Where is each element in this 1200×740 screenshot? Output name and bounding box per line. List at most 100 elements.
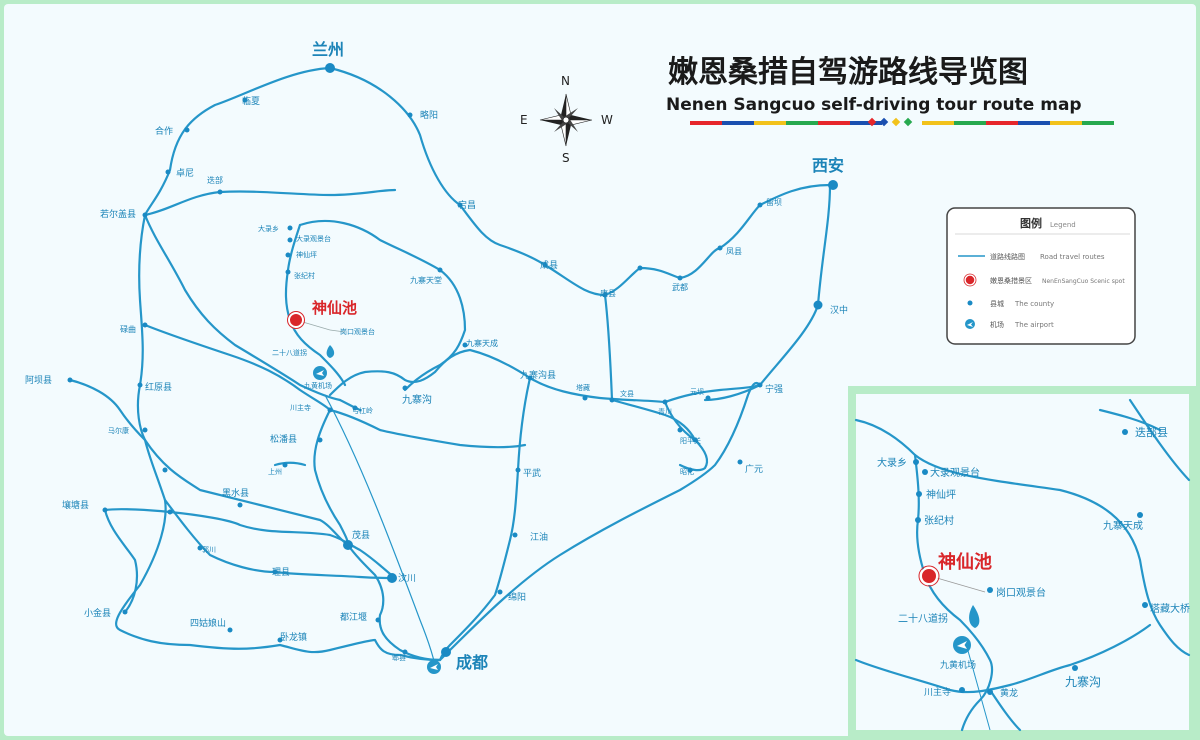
label-pingwu: 平武 bbox=[523, 467, 541, 479]
node bbox=[277, 637, 283, 643]
route-east-3 bbox=[663, 383, 762, 404]
label-dalu-xiang: 大录乡 bbox=[258, 224, 279, 233]
label-songpan-small: 弓杠岭 bbox=[352, 406, 373, 415]
inset-airport[interactable] bbox=[953, 636, 971, 654]
node-hanzhong[interactable] bbox=[813, 300, 823, 310]
inset-route bbox=[988, 688, 1022, 732]
compass-w: W bbox=[601, 113, 613, 127]
label-jiuzhai-guan: 九寨天成 bbox=[466, 338, 498, 348]
node bbox=[162, 467, 168, 473]
inset-node bbox=[959, 687, 965, 693]
inset-route bbox=[854, 623, 1152, 694]
label-lanzhou: 兰州 bbox=[312, 40, 344, 59]
label-dalu-obs: 大录观景台 bbox=[296, 234, 331, 243]
color-bar-segment bbox=[690, 121, 722, 125]
label-jiuzhaigou-county: 九寨沟县 bbox=[520, 369, 556, 381]
node bbox=[757, 382, 763, 388]
node-lanzhou[interactable] bbox=[325, 63, 335, 73]
node bbox=[437, 267, 443, 273]
inset-label-zhangji: 张纪村 bbox=[924, 514, 954, 527]
inset-node bbox=[987, 689, 993, 695]
route-inner-2 bbox=[143, 213, 342, 402]
label-zhuoni: 卓尼 bbox=[176, 167, 194, 179]
inset-label-shenxianping: 神仙坪 bbox=[926, 488, 956, 501]
color-bar-diamond bbox=[891, 117, 901, 127]
label-maoxian: 茂县 bbox=[352, 529, 370, 541]
label-ershiba: 二十八道拐 bbox=[272, 348, 307, 357]
inset-nodes bbox=[913, 429, 1148, 695]
shenxianchi-marker[interactable] bbox=[288, 312, 304, 328]
legend-county-zh: 县城 bbox=[990, 300, 1004, 308]
node bbox=[142, 322, 148, 328]
node bbox=[402, 649, 408, 655]
label-chuanzhusi: 川主寺 bbox=[290, 403, 311, 412]
label-wudu: 武都 bbox=[672, 282, 688, 292]
route-central-6 bbox=[438, 376, 532, 662]
label-songpan: 松潘县 bbox=[270, 433, 297, 445]
route-central-7 bbox=[438, 381, 762, 662]
airport-chengdu[interactable] bbox=[427, 660, 441, 674]
inset-label-shenxianchi: 神仙池 bbox=[938, 551, 992, 573]
label-heishui: 黑水县 bbox=[222, 487, 249, 499]
node-xian[interactable] bbox=[828, 180, 838, 190]
inset-label-jiuzhaigou: 九寨沟 bbox=[1065, 674, 1101, 689]
node bbox=[272, 569, 278, 575]
legend-red-ring bbox=[963, 273, 977, 287]
route-east-1 bbox=[663, 400, 709, 472]
node bbox=[122, 609, 128, 615]
color-bar-segment bbox=[1050, 121, 1082, 125]
node bbox=[287, 237, 293, 243]
inset-node bbox=[922, 469, 928, 475]
label-airport: 九黄机场 bbox=[304, 381, 332, 390]
node bbox=[217, 189, 223, 195]
route-rangtang bbox=[103, 508, 397, 580]
inset-label-ershiba: 二十八道拐 bbox=[898, 612, 948, 625]
label-hanzhong: 汉中 bbox=[830, 304, 848, 316]
node bbox=[462, 342, 468, 348]
node-chengdu[interactable] bbox=[441, 647, 451, 657]
shenxianchi-marker-ring bbox=[287, 311, 305, 329]
node bbox=[285, 269, 291, 275]
label-dangchang: 宕昌 bbox=[458, 199, 476, 211]
label-wenchuan: 汶川 bbox=[398, 572, 416, 584]
node bbox=[609, 397, 615, 403]
compass-e: E bbox=[520, 113, 528, 127]
route-central-1 bbox=[143, 323, 332, 412]
inset-marker-ring bbox=[918, 565, 940, 587]
label-kangxian: 康县 bbox=[600, 288, 616, 298]
legend-plane-glyph bbox=[967, 322, 973, 327]
label-shenxianchi: 神仙池 bbox=[312, 299, 357, 317]
node bbox=[757, 202, 763, 208]
node bbox=[542, 262, 548, 268]
inset-shenxianchi-marker[interactable] bbox=[920, 567, 938, 585]
title-zh: 嫩恩桑措自驾游路线导览图 bbox=[668, 55, 1028, 90]
label-ruoergai: 若尔盖县 bbox=[100, 208, 136, 220]
node bbox=[677, 427, 683, 433]
compass-n: N bbox=[561, 74, 570, 88]
node bbox=[582, 395, 588, 401]
label-huanglong: 上州 bbox=[268, 467, 282, 476]
node bbox=[527, 375, 533, 381]
label-jiangyou: 江油 bbox=[530, 531, 548, 543]
inset-label-airport: 九黄机场 bbox=[940, 659, 976, 671]
airport-jiuhuang[interactable] bbox=[313, 366, 327, 380]
label-hongyuan: 红原县 bbox=[145, 381, 172, 393]
inset-label-diebu: 迭部县 bbox=[1135, 425, 1168, 439]
node bbox=[137, 382, 143, 388]
node bbox=[167, 509, 173, 515]
node bbox=[515, 467, 521, 473]
inset-node bbox=[1137, 512, 1143, 518]
route-lanzhou-west bbox=[143, 66, 332, 217]
node-wenchuan[interactable] bbox=[387, 573, 397, 583]
node bbox=[142, 427, 148, 433]
title-en: Nenen Sangcuo self-driving tour route ma… bbox=[666, 95, 1082, 115]
inset-route bbox=[1098, 408, 1162, 432]
color-bar-segment bbox=[1082, 121, 1114, 125]
inset-callout bbox=[929, 575, 986, 593]
node-maoxian[interactable] bbox=[343, 540, 353, 550]
label-zhangji: 张纪村 bbox=[294, 271, 315, 280]
node bbox=[512, 532, 518, 538]
inset-label-huanglong: 黄龙 bbox=[1000, 687, 1018, 699]
node bbox=[602, 292, 608, 298]
